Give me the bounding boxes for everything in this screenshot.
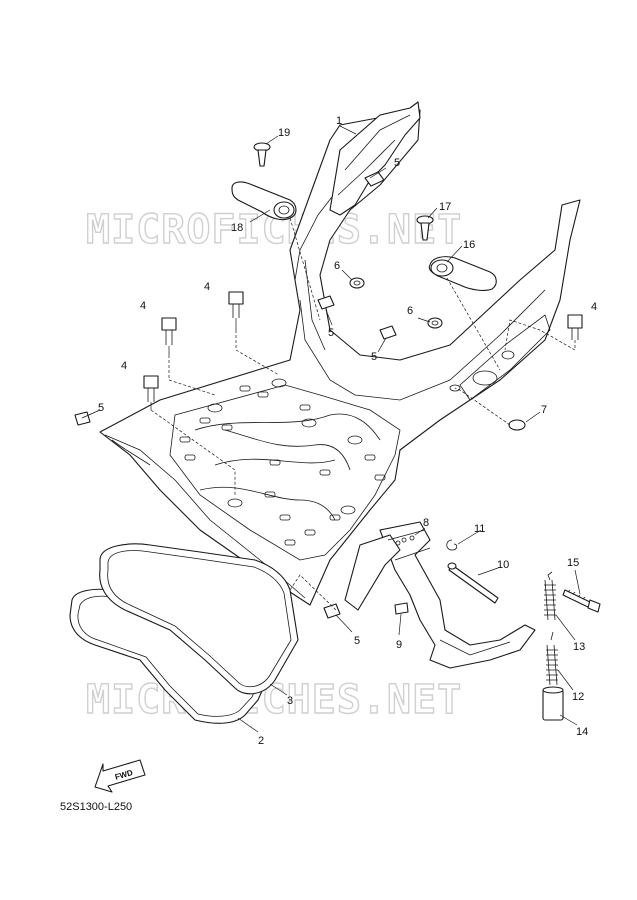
part-5-nut-e[interactable] — [323, 603, 341, 619]
fwd-arrow-icon: FWD — [94, 759, 146, 793]
callout-11: 11 — [474, 523, 485, 535]
watermark-bottom: MICROFICHES.NET — [86, 677, 462, 723]
part-3-floor-mat[interactable] — [99, 543, 299, 695]
callout-15: 15 — [567, 557, 579, 569]
callout-6b: 6 — [407, 305, 413, 317]
callout-7: 7 — [541, 404, 547, 416]
leader-lines — [81, 125, 581, 733]
part-7-cap[interactable] — [508, 419, 526, 431]
part-10-shaft[interactable] — [447, 562, 499, 604]
part-9-bumper[interactable] — [394, 602, 409, 615]
part-8-center-stand[interactable] — [344, 521, 536, 669]
part-11-clip[interactable] — [446, 539, 458, 551]
callout-5a: 5 — [394, 157, 400, 169]
part-16-footrest[interactable] — [428, 256, 497, 291]
callout-12: 12 — [572, 691, 584, 703]
callout-5d: 5 — [98, 402, 104, 414]
callout-19: 19 — [278, 127, 290, 139]
callout-10: 10 — [497, 559, 509, 571]
callout-5e: 5 — [354, 635, 360, 647]
part-5-nut-d[interactable] — [74, 411, 91, 426]
part-5-nut-c[interactable] — [379, 325, 397, 340]
callout-13: 13 — [573, 641, 585, 653]
callout-labels: 1 2 3 4 4 4 4 5 5 5 5 5 6 6 7 8 9 10 11 … — [98, 115, 597, 747]
part-18-footrest[interactable] — [231, 181, 297, 221]
part-1-front-cover[interactable] — [329, 101, 421, 216]
part-14-spring-cover[interactable] — [542, 686, 564, 721]
callout-16: 16 — [463, 239, 475, 251]
callout-14: 14 — [576, 726, 588, 738]
part-5-nut-b[interactable] — [317, 295, 335, 310]
reference-code: 52S1300-L250 — [60, 801, 132, 813]
callout-8: 8 — [423, 517, 429, 529]
part-13-spring[interactable] — [544, 571, 556, 621]
callout-4c: 4 — [121, 360, 127, 372]
callout-2: 2 — [258, 735, 264, 747]
callout-17: 17 — [439, 201, 451, 213]
callout-3: 3 — [287, 695, 293, 707]
callout-4d: 4 — [591, 301, 597, 313]
part-15-bolt[interactable] — [562, 589, 601, 613]
part-4-bolt-c[interactable] — [143, 375, 159, 402]
callout-4a: 4 — [140, 300, 146, 312]
callout-9: 9 — [396, 639, 402, 651]
part-4-bolt-b[interactable] — [228, 291, 244, 318]
part-5-nut-a[interactable] — [364, 171, 385, 187]
callout-18: 18 — [231, 222, 243, 234]
callout-5b: 5 — [328, 327, 334, 339]
callout-4b: 4 — [204, 281, 210, 293]
part-4-bolt-d[interactable] — [567, 314, 583, 340]
callout-5c: 5 — [371, 351, 377, 363]
callout-6a: 6 — [334, 260, 340, 272]
callout-1: 1 — [336, 115, 342, 127]
part-6-grommet-b[interactable] — [427, 317, 443, 329]
part-6-grommet-a[interactable] — [349, 277, 365, 289]
part-19-screw[interactable] — [253, 142, 271, 167]
part-12-spring[interactable] — [546, 631, 558, 686]
part-17-screw[interactable] — [416, 215, 434, 241]
part-4-bolt-a[interactable] — [161, 317, 177, 345]
